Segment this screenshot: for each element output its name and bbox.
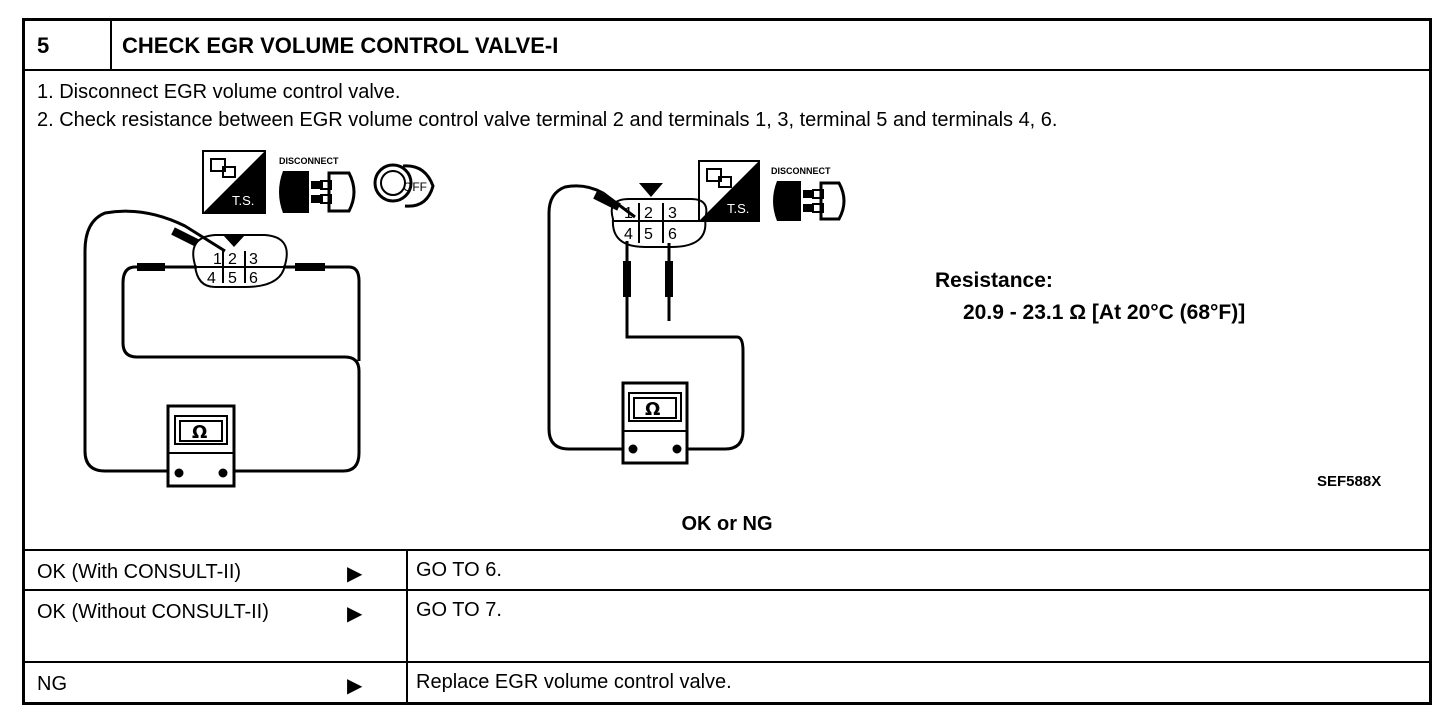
- instruction-2: 2. Check resistance between EGR volume c…: [37, 109, 1058, 131]
- ts-label-2: T.S.: [727, 201, 749, 216]
- step-header: 5 CHECK EGR VOLUME CONTROL VALVE-I: [25, 21, 1429, 71]
- connector-right: [610, 183, 708, 248]
- ignition-off-icon: OFF: [373, 163, 435, 208]
- terminal-r4: 4: [624, 226, 633, 243]
- ok-or-ng-prompt: OK or NG: [681, 513, 773, 535]
- terminal-r6: 6: [668, 226, 677, 243]
- terminal-l3: 3: [249, 251, 258, 268]
- result-action: GO TO 7.: [416, 599, 502, 621]
- disconnect-label-2: DISCONNECT: [771, 166, 831, 176]
- step-number: 5: [37, 33, 50, 58]
- result-action: GO TO 6.: [416, 559, 502, 581]
- result-condition: OK (Without CONSULT-II): [37, 601, 269, 623]
- result-row: OK (Without CONSULT-II) ▶ GO TO 7.: [25, 589, 1429, 661]
- result-row: OK (With CONSULT-II) ▶ GO TO 6.: [25, 549, 1429, 589]
- result-row: NG ▶ Replace EGR volume control valve.: [25, 661, 1429, 702]
- instruction-1: 1. Disconnect EGR volume control valve.: [37, 81, 401, 103]
- result-action: Replace EGR volume control valve.: [416, 671, 732, 693]
- terminal-l2: 2: [228, 251, 237, 268]
- procedure-frame: 5 CHECK EGR VOLUME CONTROL VALVE-I 1. Di…: [22, 18, 1432, 705]
- terminal-r3: 3: [668, 205, 677, 222]
- wiring-diagram: T.S. DISCONNECT OFF: [83, 150, 846, 488]
- terminal-l1: 1: [213, 251, 222, 268]
- step-title: CHECK EGR VOLUME CONTROL VALVE-I: [122, 33, 559, 58]
- disconnect-label: DISCONNECT: [279, 156, 339, 166]
- arrow-right-icon: ▶: [347, 603, 363, 625]
- terminal-r5: 5: [644, 226, 653, 243]
- ohmmeter-right: Ω: [621, 381, 689, 465]
- column-divider: [406, 551, 408, 589]
- disconnect-icon-2: DISCONNECT: [771, 166, 846, 221]
- arrow-right-icon: ▶: [347, 675, 363, 697]
- figure-code: SEF588X: [1317, 473, 1382, 490]
- terminal-l5: 5: [228, 270, 237, 287]
- column-divider: [406, 591, 408, 661]
- terminal-l6: 6: [249, 270, 258, 287]
- column-divider: [406, 663, 408, 702]
- resistance-value: 20.9 - 23.1 Ω [At 20°C (68°F)]: [963, 301, 1246, 324]
- ohm-symbol-left: Ω: [192, 422, 207, 443]
- header-divider: [110, 21, 112, 69]
- resistance-label: Resistance:: [935, 269, 1053, 292]
- result-condition: NG: [37, 673, 67, 695]
- disconnect-icon: DISCONNECT: [279, 156, 356, 213]
- ts-label: T.S.: [232, 193, 254, 208]
- terminal-l4: 4: [207, 270, 216, 287]
- result-condition: OK (With CONSULT-II): [37, 561, 242, 583]
- ts-icon-2: T.S.: [698, 160, 760, 222]
- ohmmeter-left: Ω: [166, 404, 236, 488]
- arrow-right-icon: ▶: [347, 563, 363, 585]
- off-label: OFF: [403, 180, 427, 194]
- ohm-symbol-right: Ω: [645, 399, 660, 420]
- ts-icon: T.S.: [202, 150, 266, 214]
- terminal-r2: 2: [644, 205, 653, 222]
